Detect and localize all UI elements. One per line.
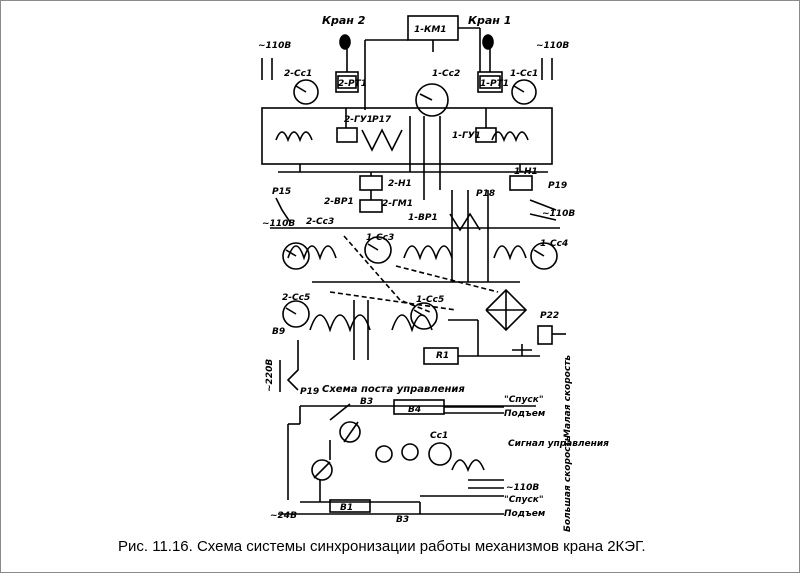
label-p19-right: Р19	[548, 181, 567, 191]
label-supply-bottom: ~24В	[270, 511, 297, 521]
diagram-labels: Кран 2 Кран 1 1-КМ1 ~110В ~110В 2-Сс1 1-…	[258, 14, 609, 532]
label-supply-right-top: ~110В	[536, 41, 569, 51]
label-bp1-right: 1-ВР1	[408, 213, 438, 223]
label-p18: Р18	[476, 189, 495, 199]
label-cc2: 1-Сс2	[432, 69, 460, 79]
label-cc1-right: 1-Сс1	[510, 69, 538, 79]
label-supply-right-mid: ~110В	[542, 209, 575, 219]
label-b3-bottom: В3	[396, 515, 409, 525]
label-p15: Р15	[272, 187, 291, 197]
label-supply-left-top: ~110В	[258, 41, 291, 51]
label-b3: В3	[360, 397, 373, 407]
middle-synchro-block	[270, 172, 560, 313]
label-cc3-left: 2-Сс3	[306, 217, 334, 227]
label-b9: В9	[272, 327, 285, 337]
label-bp1: 2-ВР1	[324, 197, 354, 207]
figure-caption: Рис. 11.16. Схема системы синхронизации …	[118, 538, 646, 555]
label-b1: В1	[340, 503, 353, 513]
label-control-supply: ~110В	[506, 483, 539, 493]
label-descent-bottom: "Спуск"	[504, 495, 544, 505]
label-gy1: 2-ГУ1	[344, 115, 373, 125]
label-descent-top: "Спуск"	[504, 395, 544, 405]
label-crane-2: Кран 2	[322, 14, 366, 27]
label-control-panel-title: Схема поста управления	[322, 384, 465, 395]
label-cc3: 1-Сс3	[366, 233, 394, 243]
control-panel-block	[278, 399, 536, 515]
label-h1-left: 2-Н1	[388, 179, 412, 189]
label-cc2-left: 2-Сс1	[284, 69, 312, 79]
label-cc5-left: 2-Сс5	[282, 293, 310, 303]
label-r1: R1	[436, 351, 449, 361]
label-lift-top: Подъем	[504, 409, 546, 419]
label-supply-left-220: ~220В	[265, 359, 275, 392]
label-supply-left-mid: ~110В	[262, 219, 295, 229]
label-lift-bottom: Подъем	[504, 509, 546, 519]
label-p22: Р22	[540, 311, 559, 321]
label-speed-low: Большая скорость	[563, 435, 573, 532]
label-crane-1: Кран 1	[468, 14, 511, 27]
label-b4: В4	[408, 405, 421, 415]
label-gy1-right: 1-ГУ1	[452, 131, 481, 141]
lower-bridge-block	[279, 288, 566, 392]
top-controller-block	[261, 15, 553, 200]
label-control-signal: Сигнал управления	[508, 439, 609, 449]
label-k1: 1-КМ1	[414, 25, 447, 35]
label-cc4: 1-Сс4	[540, 239, 568, 249]
label-p19: Р19	[300, 387, 319, 397]
label-cc5: 1-Сс5	[416, 295, 444, 305]
label-cc1: Сс1	[430, 431, 448, 441]
label-rt2: 2-РТ1	[338, 79, 367, 89]
label-speed-high: Малая скорость	[563, 355, 573, 438]
label-h1-right: 1-Н1	[514, 167, 538, 177]
label-gm1: 2-ГМ1	[382, 199, 413, 209]
label-rt1: 1-РТ1	[480, 79, 509, 89]
label-p17: Р17	[372, 115, 392, 125]
